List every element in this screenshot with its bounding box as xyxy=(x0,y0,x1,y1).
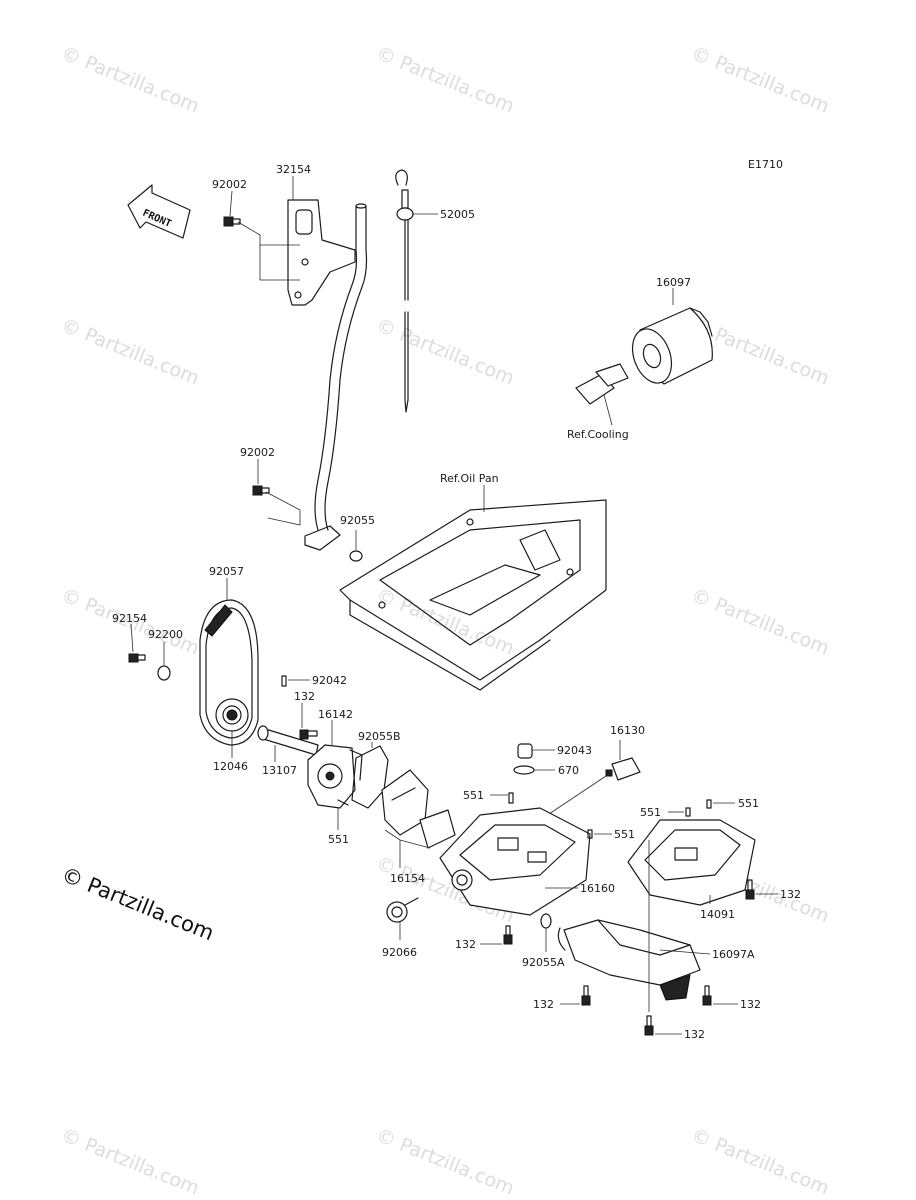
label-14091: 14091 xyxy=(700,908,735,921)
label-132: 132 xyxy=(294,690,315,703)
label-16154: 16154 xyxy=(390,872,425,885)
watermark: © Partzilla.com xyxy=(373,1124,517,1199)
label-16142: 16142 xyxy=(318,708,353,721)
plug xyxy=(517,743,533,759)
label-132: 132 xyxy=(780,888,801,901)
label-ref-oil-pan: Ref.Oil Pan xyxy=(440,472,499,485)
label-132: 132 xyxy=(740,998,761,1011)
copyright-text: © Partzilla.com xyxy=(58,862,217,945)
bushing xyxy=(386,897,419,923)
oil-filter xyxy=(631,307,713,385)
label-551: 551 xyxy=(640,806,661,819)
label-92055: 92055 xyxy=(340,514,375,527)
oil-pump xyxy=(307,744,363,809)
bolt-icon xyxy=(503,925,513,945)
label-12046: 12046 xyxy=(213,760,248,773)
bolt-icon xyxy=(745,879,755,900)
label-13107: 13107 xyxy=(262,764,297,777)
o-ring xyxy=(349,550,363,562)
label-16130: 16130 xyxy=(610,724,645,737)
bolt-icon xyxy=(644,1015,654,1036)
watermark: © Partzilla.com xyxy=(58,314,202,389)
label-92043: 92043 xyxy=(557,744,592,757)
diagram-code: E1710 xyxy=(748,158,783,171)
bolt-icon xyxy=(299,729,318,740)
o-ring xyxy=(540,913,552,929)
dipstick xyxy=(395,169,414,413)
dowel-pin xyxy=(281,675,287,687)
label-92042: 92042 xyxy=(312,674,347,687)
label-92066: 92066 xyxy=(382,946,417,959)
label-92002: 92002 xyxy=(212,178,247,191)
label-92154: 92154 xyxy=(112,612,147,625)
filter-fitting xyxy=(575,363,629,405)
drive-chain xyxy=(199,599,259,746)
label-551: 551 xyxy=(614,828,635,841)
label-52005: 52005 xyxy=(440,208,475,221)
bolt-icon xyxy=(252,485,270,496)
o-ring xyxy=(513,765,535,775)
bolt-icon xyxy=(223,216,241,227)
label-92055a: 92055A xyxy=(522,956,565,969)
label-92055b: 92055B xyxy=(358,730,401,743)
label-132: 132 xyxy=(684,1028,705,1041)
dowel-pin xyxy=(685,807,691,817)
watermark: © Partzilla.com xyxy=(688,1124,832,1199)
label-551: 551 xyxy=(328,833,349,846)
filter-cover xyxy=(557,919,701,1001)
front-arrow-icon: FRONT xyxy=(127,184,191,239)
oil-pan xyxy=(339,499,607,691)
bolt-icon xyxy=(581,985,591,1006)
label-ref-cooling: Ref.Cooling xyxy=(567,428,629,441)
watermark: © Partzilla.com xyxy=(373,314,517,389)
dowel-pin xyxy=(587,829,593,839)
watermark: © Partzilla.com xyxy=(373,584,517,659)
bolt-icon xyxy=(702,985,712,1006)
watermark: © Partzilla.com xyxy=(688,584,832,659)
label-670: 670 xyxy=(558,764,579,777)
label-551: 551 xyxy=(463,789,484,802)
label-32154: 32154 xyxy=(276,163,311,176)
bolt-icon xyxy=(128,653,146,663)
watermark: © Partzilla.com xyxy=(688,42,832,117)
label-92057: 92057 xyxy=(209,565,244,578)
dipstick-tube xyxy=(304,203,368,551)
label-16097a: 16097A xyxy=(712,948,755,961)
pressure-sensor xyxy=(605,757,641,781)
cover-housing xyxy=(627,819,756,906)
label-16160: 16160 xyxy=(580,882,615,895)
oil-strainer xyxy=(381,769,456,849)
dowel-pin xyxy=(706,799,712,809)
washer xyxy=(157,665,171,681)
label-132: 132 xyxy=(533,998,554,1011)
watermark: © Partzilla.com xyxy=(373,42,517,117)
dowel-pin xyxy=(508,792,514,804)
dowel-pin xyxy=(337,799,349,806)
label-551: 551 xyxy=(738,797,759,810)
watermark: © Partzilla.com xyxy=(58,42,202,117)
label-92002: 92002 xyxy=(240,446,275,459)
label-132: 132 xyxy=(455,938,476,951)
sprocket xyxy=(215,698,249,732)
dipstick-bracket xyxy=(287,199,356,306)
label-16097: 16097 xyxy=(656,276,691,289)
pump-shaft xyxy=(257,725,319,756)
label-92200: 92200 xyxy=(148,628,183,641)
watermark: © Partzilla.com xyxy=(58,1124,202,1199)
